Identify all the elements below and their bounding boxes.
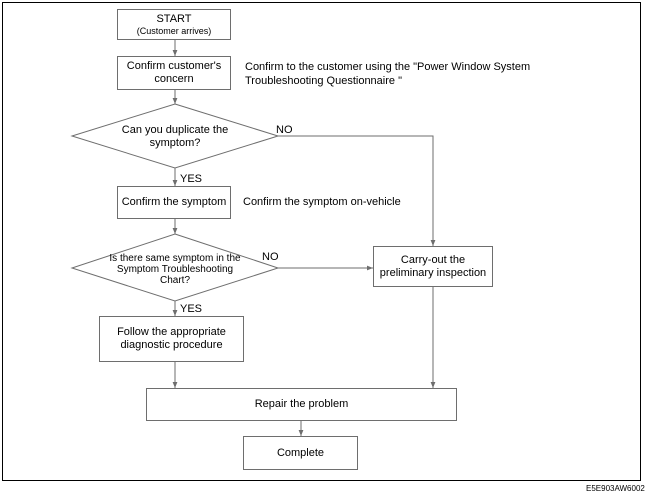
start-title: START [156,12,192,25]
confirm-concern-note: Confirm to the customer using the "Power… [245,60,530,88]
confirm-symptom-note: Confirm the symptom on-vehicle [243,196,401,208]
start-subtitle: (Customer arrives) [136,25,212,36]
complete-label: Complete [276,446,325,459]
same-symptom-question: Is there same symptom in the Symptom Tro… [92,248,258,290]
same-symptom-line2: Symptom Troubleshooting [116,263,234,275]
arrow-duplicate-no [278,135,436,246]
confirm-symptom-label: Confirm the symptom [121,196,227,208]
start-box: START (Customer arrives) [117,9,231,40]
duplicate-question: Can you duplicate the symptom? [100,122,250,152]
duplicate-yes-label: YES [180,173,203,185]
follow-line2: diagnostic procedure [120,339,223,351]
confirm-concern-note-line1: Confirm to the customer using the "Power… [245,61,531,73]
preliminary-line2: preliminary inspection [379,266,487,279]
same-symptom-decision-diamond [70,233,280,302]
diagram-frame [2,2,641,481]
same-symptom-line3: Chart? [159,274,190,286]
complete-box: Complete [243,436,358,470]
duplicate-decision-diamond [70,103,280,169]
confirm-concern-note-line2: Troubleshooting Questionnaire " [245,75,402,87]
duplicate-no-label: NO [276,124,293,136]
same-symptom-line1: Is there same symptom in the [109,252,241,264]
repair-label: Repair the problem [254,398,349,410]
duplicate-question-line1: Can you duplicate the [121,124,229,136]
follow-procedure-box: Follow the appropriate diagnostic proced… [99,316,244,362]
confirm-concern-line1: Confirm customer's [126,60,222,72]
duplicate-question-line2: symptom? [149,137,201,149]
same-symptom-yes-label: YES [180,303,203,315]
confirm-concern-box: Confirm customer's concern [117,56,231,90]
same-symptom-no-label: NO [262,251,279,263]
preliminary-line1: Carry-out the [400,253,466,266]
follow-line1: Follow the appropriate [117,326,226,338]
confirm-symptom-box: Confirm the symptom [117,186,231,219]
figure-code: E5E903AW6002 [586,484,645,493]
confirm-concern-line2: concern [154,73,194,85]
repair-problem-box: Repair the problem [146,388,457,421]
preliminary-inspection-box: Carry-out the preliminary inspection [373,246,493,287]
